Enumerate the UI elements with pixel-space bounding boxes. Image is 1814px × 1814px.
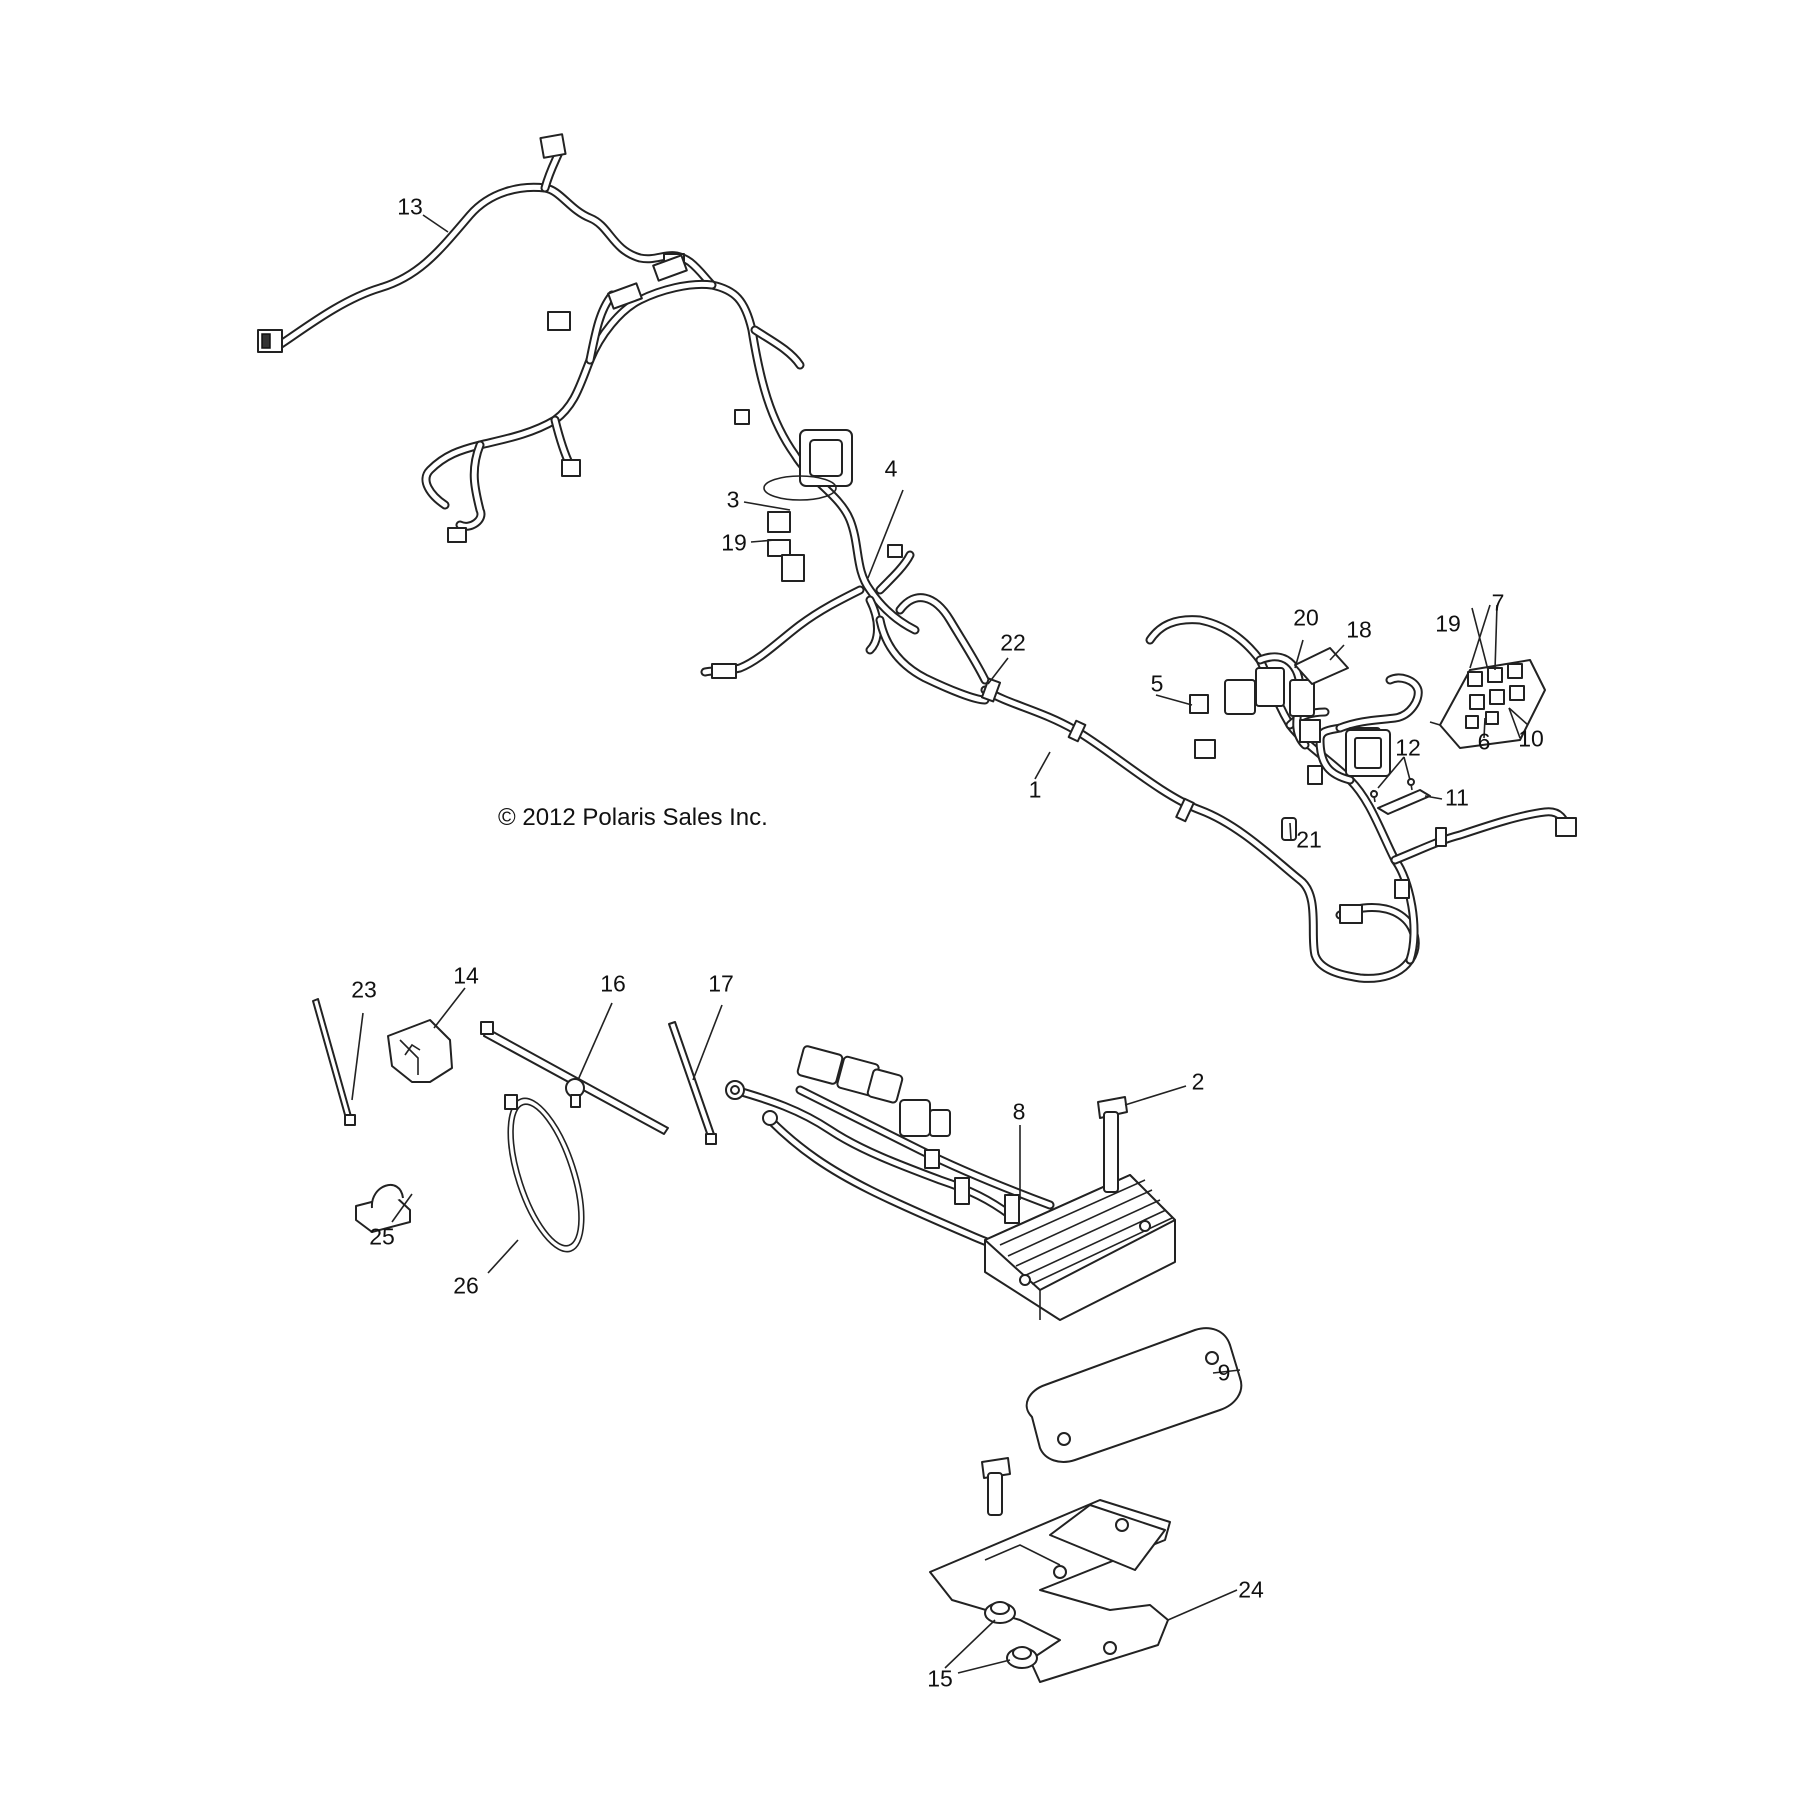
callout-12: 12 xyxy=(1395,734,1421,761)
callout-8: 8 xyxy=(1012,1098,1026,1125)
callout-16: 16 xyxy=(600,970,626,997)
part-16-push-mount-tie xyxy=(480,1021,669,1135)
callout-1: 1 xyxy=(1028,776,1042,803)
callout-15: 15 xyxy=(927,1665,953,1692)
callout-25: 25 xyxy=(369,1223,395,1250)
callout-4: 4 xyxy=(884,455,898,482)
part-23-cable-tie xyxy=(312,998,356,1126)
callout-19: 19 xyxy=(721,529,747,556)
callout-26: 26 xyxy=(453,1272,479,1299)
callout-13: 13 xyxy=(397,193,423,220)
part-6-7-10-19-relay-block xyxy=(1429,659,1546,749)
part-24-bracket xyxy=(929,1499,1171,1683)
part-25-clip-base xyxy=(355,1184,411,1233)
part-15-nuts xyxy=(984,1601,1038,1669)
callout-6: 6 xyxy=(1477,728,1491,755)
callout-20: 20 xyxy=(1293,604,1319,631)
lower-bolt xyxy=(981,1457,1011,1516)
part-2-bolt xyxy=(1097,1096,1128,1193)
part-13-rear-harness xyxy=(257,133,717,353)
callout-19b: 19 xyxy=(1435,610,1461,637)
callout-24: 24 xyxy=(1238,1576,1264,1603)
callout-10: 10 xyxy=(1518,725,1544,752)
callout-23: 23 xyxy=(351,976,377,1003)
part-9-pad xyxy=(1025,1327,1243,1463)
callout-7: 7 xyxy=(1491,589,1505,616)
part-1-main-harness xyxy=(421,254,1577,983)
callout-17: 17 xyxy=(708,970,734,997)
callout-5: 5 xyxy=(1150,670,1164,697)
part-8-voltage-regulator xyxy=(725,1045,1176,1321)
callout-11: 11 xyxy=(1445,784,1469,811)
part-26-loop-tie xyxy=(504,1094,585,1253)
callout-18: 18 xyxy=(1346,616,1372,643)
callout-9: 9 xyxy=(1217,1359,1231,1386)
copyright-notice: © 2012 Polaris Sales Inc. xyxy=(498,804,768,831)
callout-14: 14 xyxy=(453,962,479,989)
leader-lines xyxy=(351,214,1529,1674)
part-17-cable-tie xyxy=(668,1021,717,1145)
callout-22: 22 xyxy=(1000,629,1026,656)
part-14-clip xyxy=(387,1019,453,1083)
callout-3: 3 xyxy=(726,486,740,513)
callout-2: 2 xyxy=(1191,1068,1205,1095)
callout-21: 21 xyxy=(1296,826,1322,853)
